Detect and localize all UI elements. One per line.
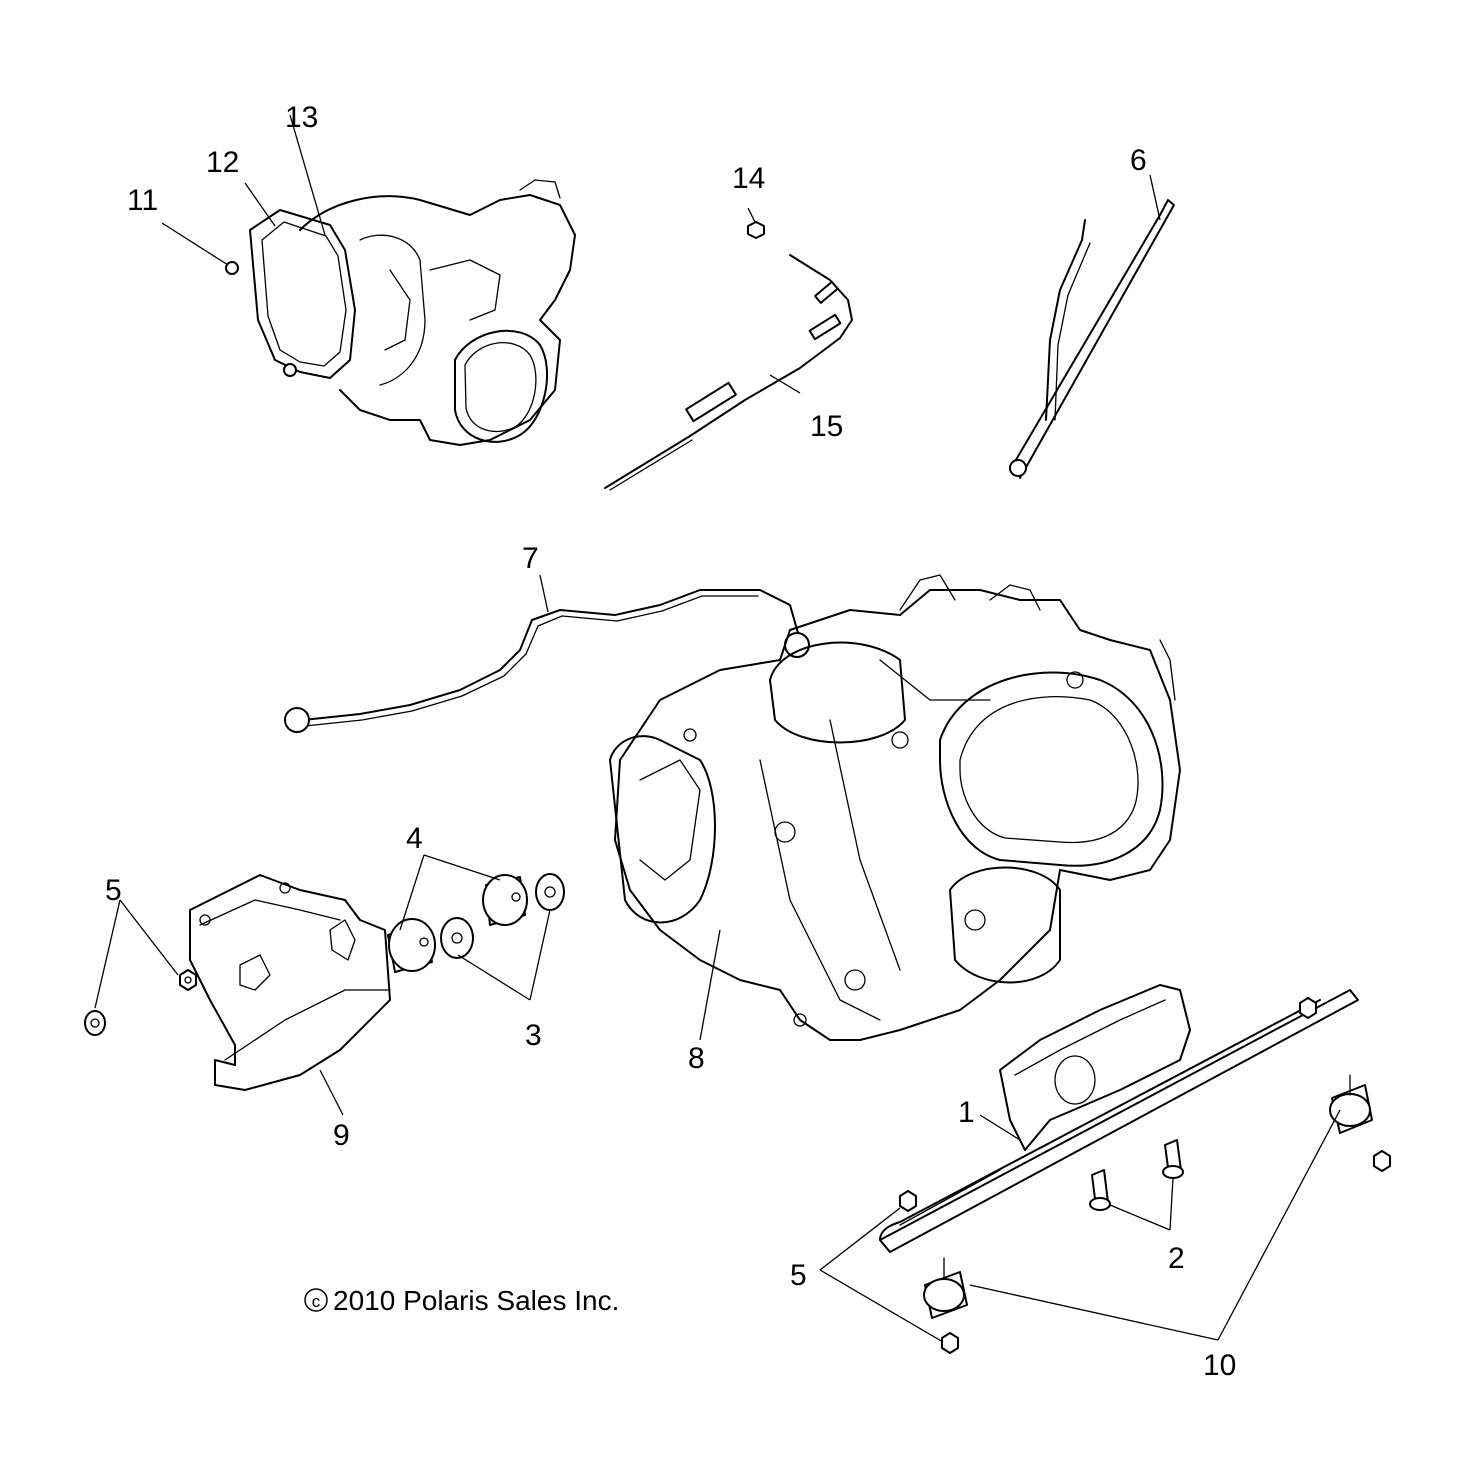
copyright-symbol: c <box>312 1292 321 1311</box>
copyright-text: 2010 Polaris Sales Inc. <box>333 1285 619 1316</box>
washer-part-3 <box>440 873 565 959</box>
cable-part-7 <box>284 589 810 733</box>
callout-3: 3 <box>525 1019 542 1052</box>
isolator-part-10 <box>923 1074 1373 1319</box>
callout-11: 11 <box>127 184 158 217</box>
engine-part-8 <box>609 574 1181 1041</box>
isolator-part-4 <box>387 874 528 973</box>
callout-14: 14 <box>732 162 765 195</box>
callout-7: 7 <box>522 542 539 575</box>
copyright-symbol-circle <box>304 1288 328 1312</box>
nut-part-14 <box>747 221 765 239</box>
callout-1: 1 <box>958 1096 975 1129</box>
copyright-notice: c 2010 Polaris Sales Inc. <box>304 1285 619 1316</box>
nut-part-5-right <box>899 997 1391 1354</box>
callout-12: 12 <box>206 146 239 179</box>
callout-5-right: 5 <box>790 1259 807 1292</box>
callout-6: 6 <box>1130 144 1147 177</box>
bracket-part-9 <box>189 874 391 1091</box>
rod-part-6 <box>1009 199 1175 479</box>
callout-8: 8 <box>688 1042 705 1075</box>
leader-lines <box>94 114 1341 1343</box>
throttle-body-assembly <box>225 179 576 446</box>
nut-washer-part-5-left <box>84 969 197 1036</box>
callout-9: 9 <box>333 1119 350 1152</box>
callout-10: 10 <box>1203 1349 1236 1382</box>
callout-4: 4 <box>406 822 423 855</box>
bolt-part-2 <box>1089 1139 1184 1211</box>
callout-15: 15 <box>810 410 843 443</box>
callout-2: 2 <box>1168 1242 1185 1275</box>
callout-13: 13 <box>285 101 318 134</box>
mount-plate-part-1 <box>879 984 1359 1253</box>
cable-part-15 <box>604 254 853 491</box>
callout-5-left: 5 <box>105 874 122 907</box>
